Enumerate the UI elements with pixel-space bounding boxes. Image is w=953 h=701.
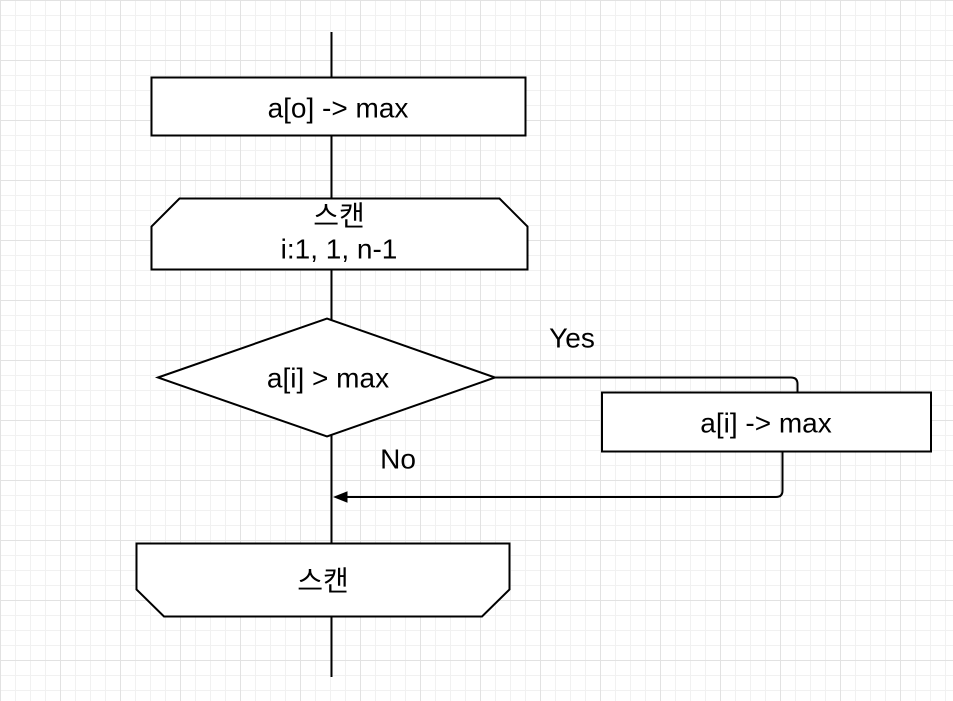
yes-edge-label: Yes — [549, 323, 595, 354]
no-edge-label: No — [380, 444, 416, 475]
process-box-assign-label: a[i] -> max — [700, 408, 831, 439]
loop-end-label: 스캔 — [297, 566, 349, 597]
process-box-init[interactable] — [150, 76, 527, 137]
yes-branch-connector[interactable] — [495, 376, 799, 393]
loop-start-shape[interactable] — [150, 197, 529, 271]
process-box-init-label: a[o] -> max — [268, 93, 409, 124]
decision-diamond[interactable] — [154, 317, 499, 438]
loop-start-label-line1: 스캔 — [313, 201, 365, 232]
process-box-assign[interactable] — [601, 391, 932, 453]
decision-label: a[i] > max — [267, 363, 389, 394]
loop-start-label-line2: i:1, 1, n-1 — [281, 234, 398, 265]
return-arrowhead-icon — [333, 491, 348, 503]
loop-end-shape[interactable] — [135, 542, 511, 618]
return-connector[interactable] — [347, 452, 784, 498]
